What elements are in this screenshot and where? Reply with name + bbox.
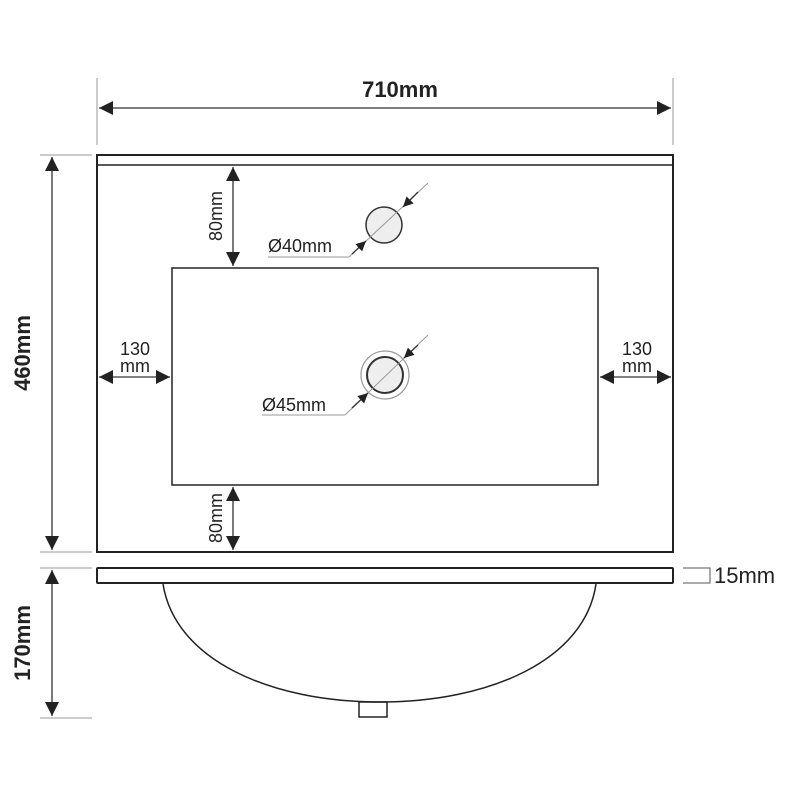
left-margin-unit: mm xyxy=(120,356,150,376)
left-margin-value: 130 xyxy=(120,339,150,359)
drain-hole-label: Ø45mm xyxy=(262,395,326,415)
depth-label: 460mm xyxy=(10,315,35,391)
right-margin-value: 130 xyxy=(622,339,652,359)
top-view: 80mm 80mm 130 mm 130 mm Ø40mm Ø45mm xyxy=(96,154,674,553)
right-margin-unit: mm xyxy=(622,356,652,376)
faucet-hole: Ø40mm xyxy=(268,182,429,258)
back-margin-label: 80mm xyxy=(206,191,226,241)
drain-hole: Ø45mm xyxy=(262,334,429,416)
slab-thickness-label: 15mm xyxy=(714,563,775,588)
faucet-hole-label: Ø40mm xyxy=(268,236,332,256)
width-label: 710mm xyxy=(362,77,438,102)
depth-dimension: 460mm xyxy=(10,154,92,553)
front-margin-label: 80mm xyxy=(206,493,226,543)
width-dimension: 710mm xyxy=(96,77,674,145)
height-label: 170mm xyxy=(10,605,35,681)
side-view: 15mm 170mm xyxy=(10,563,775,719)
basin-outline xyxy=(171,267,599,486)
